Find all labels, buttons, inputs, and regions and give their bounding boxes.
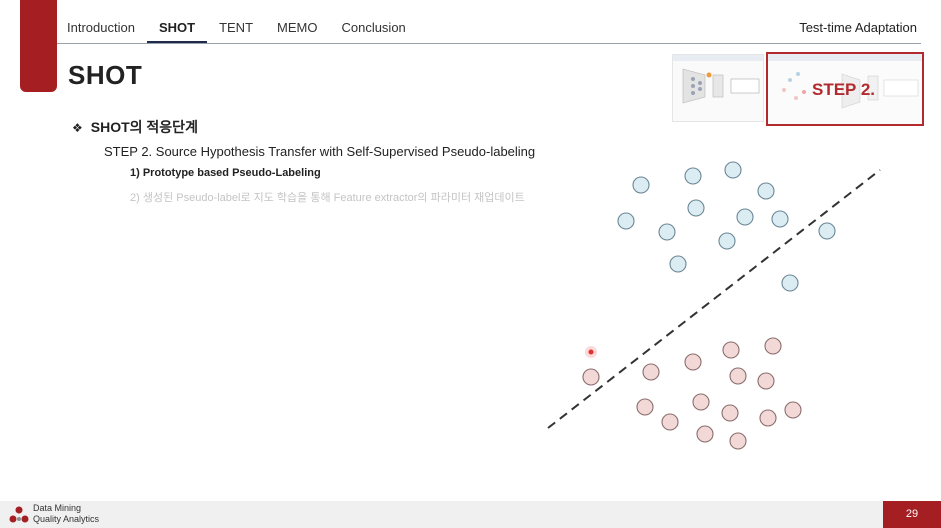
class-a-point (687, 199, 705, 217)
decision-boundary (547, 169, 881, 429)
class-b-point (764, 337, 782, 355)
nav-tent[interactable]: TENT (219, 20, 254, 35)
brand-tab (20, 0, 57, 92)
class-b-point (729, 367, 747, 385)
section-heading: ❖ SHOT의 적응단계 (72, 117, 198, 137)
class-b-point (721, 404, 739, 422)
pseudo-label-diagram (547, 161, 881, 450)
class-a-point (684, 167, 702, 185)
logo-line-1: Data Mining (33, 503, 82, 513)
class-b-point (582, 368, 600, 386)
page-number: 29 (883, 501, 941, 528)
step2-thumbnail-graphic (782, 72, 919, 109)
section-heading-text: SHOT의 적응단계 (90, 119, 198, 135)
page-title: SHOT (68, 60, 143, 90)
class-a-point (718, 232, 736, 250)
class-b-point (757, 372, 775, 390)
class-a-point (658, 223, 676, 241)
nav-conclusion[interactable]: Conclusion (341, 20, 406, 35)
class-b-point (692, 393, 710, 411)
class-a-point (724, 161, 742, 179)
class-a-point (771, 210, 789, 228)
class-b-point (642, 363, 660, 381)
class-a-point (781, 274, 799, 292)
step2-thumbnail: STEP 2. (766, 52, 924, 126)
list-item-1: 1) Prototype based Pseudo-Labeling (130, 167, 321, 179)
list-item-2: 2) 생성된 Pseudo-label로 지도 학습을 통해 Feature e… (130, 192, 525, 204)
logo-line-2: Quality Analytics (33, 514, 100, 524)
class-b-point (784, 401, 802, 419)
class-b-point (696, 425, 714, 443)
class-b-point (636, 398, 654, 416)
class-b-point (722, 341, 740, 359)
nav-introduction[interactable]: Introduction (67, 20, 135, 35)
class-a-point (632, 176, 650, 194)
slide-topic: Test-time Adaptation (799, 20, 917, 35)
step-heading: STEP 2. Source Hypothesis Transfer with … (104, 144, 536, 159)
class-b-points (582, 337, 802, 450)
class-a-points (617, 161, 836, 292)
step1-thumbnail-graphic (673, 55, 763, 104)
nav-divider (57, 43, 921, 44)
diamond-bullet-icon: ❖ (72, 121, 83, 135)
class-b-point (684, 353, 702, 371)
step2-label: STEP 2. (812, 80, 875, 99)
step1-thumbnail (672, 54, 764, 122)
nav-shot[interactable]: SHOT (146, 20, 208, 44)
nav-memo[interactable]: MEMO (277, 20, 318, 35)
class-b-point (729, 432, 747, 450)
lab-logo-text: Data Mining Quality Analytics (33, 503, 99, 525)
class-b-point (759, 409, 777, 427)
class-a-point (617, 212, 635, 230)
class-a-point (736, 208, 754, 226)
class-a-point (757, 182, 775, 200)
thumbnail-header-strip (768, 54, 922, 61)
class-b-point (661, 413, 679, 431)
sample-point (588, 349, 594, 355)
top-navigation: Introduction SHOT TENT MEMO Conclusion (67, 20, 430, 44)
class-a-point (669, 255, 687, 273)
footer-bar (0, 501, 941, 528)
lab-logo-icon (9, 506, 29, 523)
class-a-point (818, 222, 836, 240)
